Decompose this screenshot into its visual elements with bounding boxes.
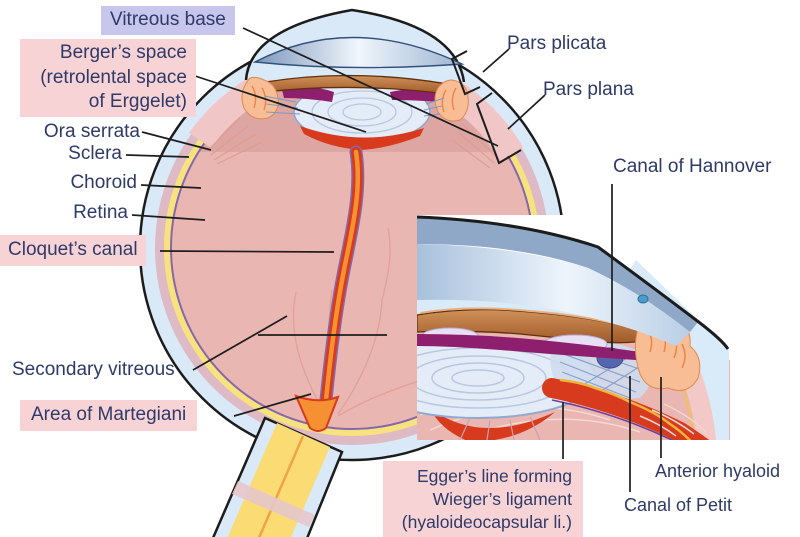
inset-posterior-hyaloid-red <box>430 408 555 440</box>
label-secondary-vitreous: Secondary vitreous <box>12 359 175 380</box>
cloquets-canal-channel <box>315 145 365 427</box>
nerve-cut-band <box>232 481 315 527</box>
leader-pars-plicata <box>482 48 510 73</box>
label-ora-serrata: Ora serrata <box>43 121 140 142</box>
optic-nerve <box>212 394 344 537</box>
label-area-of-martegiani: Area of Martegiani <box>20 400 198 431</box>
inset-purple-edge <box>551 399 674 440</box>
label-sclera: Sclera <box>68 143 122 164</box>
inset-hyaloid-striations <box>459 416 541 440</box>
inset-anterior-hyaloid-red <box>542 378 710 440</box>
vitreous-base-striations <box>207 117 499 169</box>
leader-bergers-space <box>188 73 367 133</box>
bracket-pars-plicata <box>450 50 481 96</box>
leader-ora-serrata <box>141 131 212 151</box>
leader-retina <box>131 214 206 221</box>
inset-outer-outline <box>417 215 730 350</box>
bracket-pars-plana <box>475 92 522 165</box>
inset-ciliary-muscle-striations <box>639 403 707 437</box>
label-cloquets-canal: Cloquet’s canal <box>0 235 146 266</box>
cornea-meniscus <box>252 36 465 69</box>
inset-schlemm-canal <box>637 294 649 304</box>
label-pars-plana: Pars plana <box>543 79 634 100</box>
inset-uvea-magenta <box>417 334 640 360</box>
label-retina: Retina <box>73 202 128 223</box>
cornea-dome-outline <box>244 8 466 83</box>
label-vitreous-base: Vitreous base <box>101 6 235 35</box>
label-canal-of-hannover: Canal of Hannover <box>613 156 772 177</box>
label-anterior-hyaloid: Anterior hyaloid <box>655 461 781 481</box>
leader-cloquets-canal <box>159 250 335 253</box>
inset-cornea-outer <box>417 216 698 332</box>
inset-pars-plana <box>664 346 716 440</box>
leader-pars-plana <box>507 94 546 130</box>
leader-area-of-martegiani <box>233 393 312 417</box>
zonule-fibers <box>263 95 445 117</box>
central-vessel <box>257 435 305 537</box>
label-canal-of-petit: Canal of Petit <box>624 495 733 515</box>
leader-vitreous-base <box>242 27 499 147</box>
uvea-band-left <box>282 87 334 102</box>
inset-cornea-inner <box>417 244 690 346</box>
leader-lines <box>125 27 662 492</box>
label-eggers-line: Egger’s line forming Wieger’s ligament (… <box>383 461 583 537</box>
label-choroid: Choroid <box>70 172 137 193</box>
inset-iris-highlight <box>419 307 623 326</box>
leader-sclera <box>125 154 190 158</box>
label-pars-plicata: Pars plicata <box>507 33 607 54</box>
leader-choroid <box>140 184 202 189</box>
label-bergers-space: Berger’s space (retrolental space of Erg… <box>20 39 196 118</box>
nerve-fibers <box>227 423 330 537</box>
bergers-space-red <box>300 126 424 150</box>
leader-secondary-vitreous-a <box>192 315 288 371</box>
area-of-martegiani-funnel <box>294 394 340 432</box>
magnified-anterior-segment-inset <box>417 215 730 440</box>
